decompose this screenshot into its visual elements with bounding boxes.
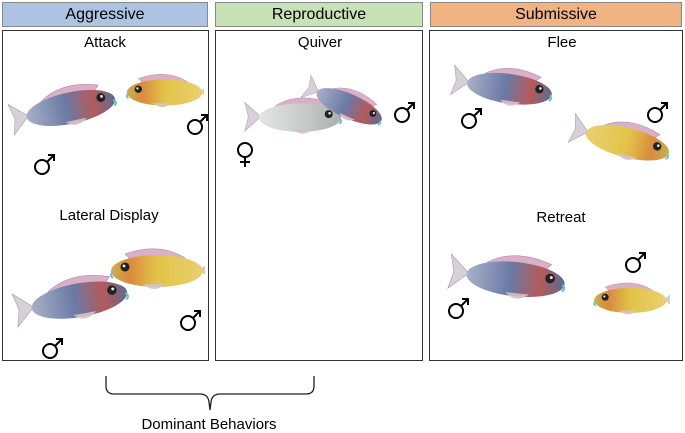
male-symbol-icon [461, 108, 482, 129]
reproductive-header: Reproductive [215, 2, 423, 27]
yellow-male-fish [125, 73, 204, 109]
flee-label: Flee [547, 34, 577, 51]
dominant-behaviors-bracket [105, 376, 315, 411]
submissive-header: Submissive [430, 2, 682, 27]
attack-label: Attack [84, 34, 126, 51]
female-symbol-icon [237, 142, 253, 168]
blue-male-fish [8, 76, 118, 139]
aggressive-header: Aggressive [2, 2, 208, 27]
lateral-display-label: Lateral Display [59, 207, 159, 224]
dominant-behaviors-label: Dominant Behaviors [141, 416, 277, 433]
yellow-male-fish [593, 282, 670, 316]
retreat-label: Retreat [536, 209, 586, 226]
male-symbol-icon [180, 310, 201, 331]
male-symbol-icon [448, 298, 469, 319]
male-symbol-icon [625, 252, 646, 273]
male-symbol-icon [187, 114, 208, 135]
blue-male-fish [12, 267, 130, 332]
male-symbol-icon [42, 338, 63, 359]
quiver-label: Quiver [297, 34, 343, 51]
male-symbol-icon [34, 154, 55, 175]
blue-male-fish [300, 70, 386, 135]
reproductive-panel [215, 30, 423, 361]
male-symbol-icon [394, 102, 415, 123]
male-symbol-icon [647, 102, 668, 123]
